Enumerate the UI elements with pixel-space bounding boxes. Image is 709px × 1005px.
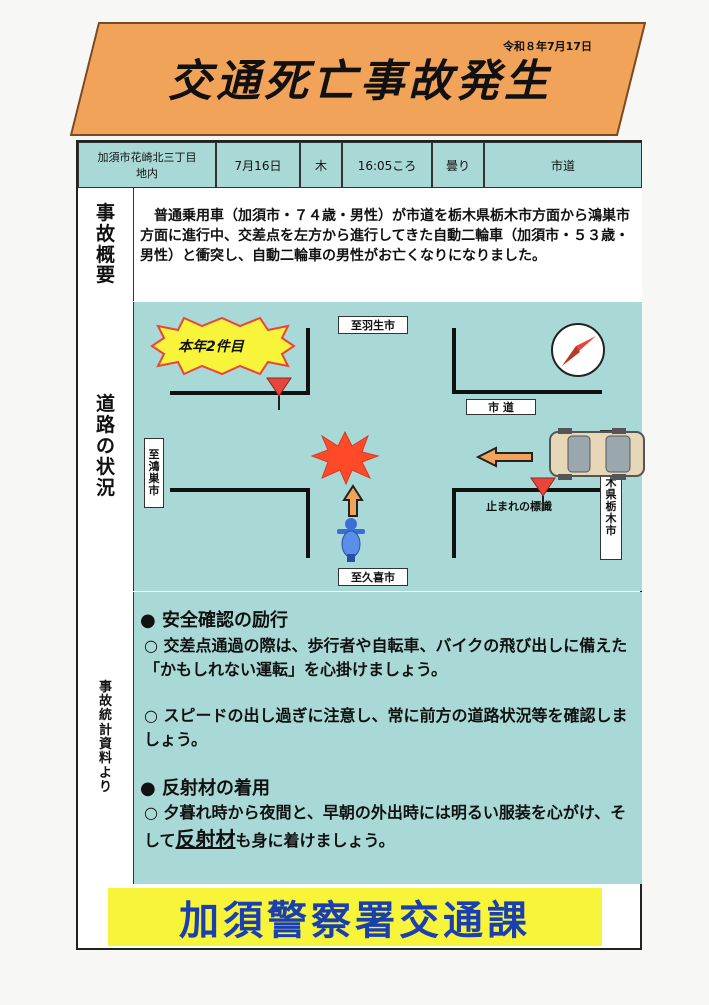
car-icon — [549, 428, 645, 480]
reflector-emphasis: 反射材 — [175, 827, 236, 851]
weather-cell: 曇り — [432, 142, 484, 188]
road-edge-ne-v — [452, 328, 456, 394]
road-name: 市 道 — [466, 399, 536, 415]
summary-text: 普通乗用車（加須市・７４歳・男性）が市道を栃木県栃木市方面から鴻巣市方面に進行中… — [140, 208, 630, 264]
page-title: 交通死亡事故発生 — [168, 56, 552, 107]
advice-heading-2: ● 反射材の着用 — [140, 778, 270, 799]
road-section: 道 路 の 状 況 本年2件目 — [78, 302, 645, 593]
road-edge-ne-h — [452, 390, 602, 394]
sign-south: 至久喜市 — [338, 568, 408, 586]
advice-paragraph-2: ○ スピードの出し過ぎに注意し、常に前方の道路状況等を確認しましょう。 — [144, 706, 628, 749]
footer-banner: 加須警察署交通課 — [108, 888, 602, 946]
compass-icon — [551, 323, 605, 377]
advice-body: ● 安全確認の励行 ○ 交差点通過の際は、歩行者や自転車、バイクの飛び出しに備え… — [134, 592, 642, 884]
road-edge-se-v — [452, 488, 456, 558]
road-edge-sw-h — [170, 488, 310, 492]
date-cell: 7月16日 — [216, 142, 300, 188]
road-edge-sw-v — [306, 488, 310, 558]
summary-section: 事 故 概 要 普通乗用車（加須市・７４歳・男性）が市道を栃木県栃木市方面から鴻… — [78, 188, 642, 303]
road-type-cell: 市道 — [484, 142, 642, 188]
stop-sign-icon — [266, 377, 292, 410]
weekday-cell: 木 — [300, 142, 342, 188]
road-edge-nw-h — [170, 391, 310, 395]
count-badge-burst — [150, 316, 296, 376]
issuer-name: 加須警察署交通課 — [179, 898, 531, 944]
advice-section: 事故統計資料より ● 安全確認の励行 ○ 交差点通過の際は、歩行者や自転車、バイ… — [78, 592, 642, 884]
sign-west: 至鴻巣市 — [144, 438, 164, 508]
issue-date: 令和８年7月17日 — [503, 40, 592, 53]
time-cell: 16:05ころ — [342, 142, 432, 188]
stop-sign-label: 止まれの標識 — [486, 500, 552, 513]
road-label: 道 路 の 状 況 — [78, 302, 134, 591]
collision-icon — [310, 430, 380, 486]
location-cell: 加須市花崎北三丁目 地内 — [78, 142, 216, 188]
report-sheet: 加須市花崎北三丁目 地内 7月16日 木 16:05ころ 曇り 市道 事 故 概… — [76, 140, 645, 950]
arrow-left-icon — [476, 446, 533, 468]
count-badge: 本年2件目 — [178, 339, 244, 355]
advice-paragraph-1: ○ 交差点通過の際は、歩行者や自転車、バイクの飛び出しに備えた「かもしれない運転… — [144, 636, 628, 679]
stop-sign-icon — [530, 477, 556, 510]
arrow-up-icon — [342, 484, 364, 517]
advice-heading-1: ● 安全確認の励行 — [140, 610, 288, 631]
road-edge-se-h — [452, 488, 602, 492]
road-edge-nw-v — [306, 328, 310, 395]
advice-label: 事故統計資料より — [78, 592, 134, 884]
summary-label: 事 故 概 要 — [78, 188, 134, 301]
sign-north: 至羽生市 — [338, 316, 408, 334]
motorcycle-icon — [337, 518, 365, 562]
advice-paragraph-3: ○ 夕暮れ時から夜間と、早朝の外出時には明るい服装を心がけ、そして反射材も身に着… — [144, 803, 627, 851]
